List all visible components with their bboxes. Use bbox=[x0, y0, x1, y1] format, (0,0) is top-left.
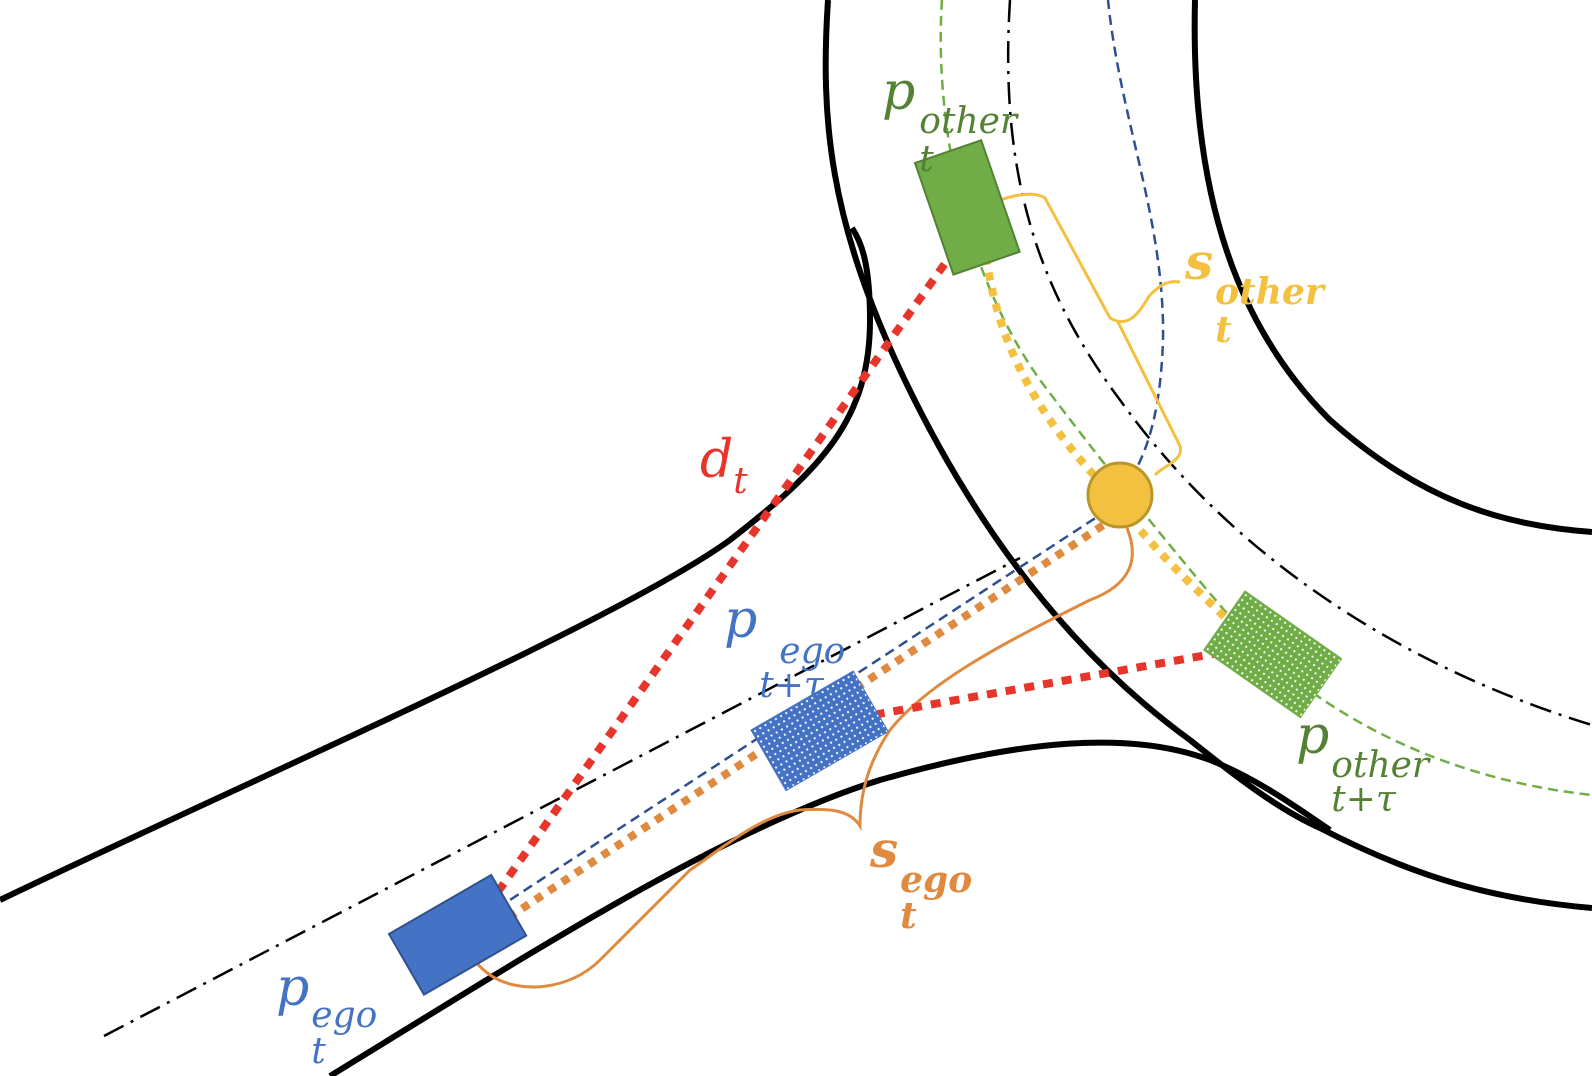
other-vehicle-current bbox=[913, 138, 1021, 276]
label-d-t: dt bbox=[700, 430, 748, 502]
distance-future bbox=[855, 641, 1264, 722]
ego-lane-centerline bbox=[103, 556, 1021, 1038]
conflict-point bbox=[1086, 461, 1154, 529]
s-other-bracket bbox=[980, 192, 1183, 477]
road-edge-outer-left bbox=[822, 0, 1322, 831]
other-planned-path bbox=[939, 0, 1592, 797]
ego-planned-path bbox=[469, 0, 1165, 928]
ego-vehicle-future bbox=[750, 670, 889, 792]
vehicles bbox=[387, 138, 1343, 996]
road-edge-left-upper bbox=[0, 226, 874, 903]
road-edge-bottom bbox=[328, 739, 1332, 1076]
road-edge-right-inner bbox=[1191, 0, 1592, 535]
lane-centerlines bbox=[103, 0, 1592, 1038]
road-edge-right-outer bbox=[1318, 825, 1592, 911]
planned-paths bbox=[469, 0, 1592, 928]
s-ego-bracket bbox=[475, 527, 1134, 989]
distance-current bbox=[461, 207, 987, 941]
ring-lane-centerline bbox=[1006, 0, 1592, 727]
ego-vehicle-current bbox=[387, 873, 528, 996]
other-vehicle-future bbox=[1203, 590, 1343, 719]
distance-lines bbox=[461, 207, 1264, 941]
